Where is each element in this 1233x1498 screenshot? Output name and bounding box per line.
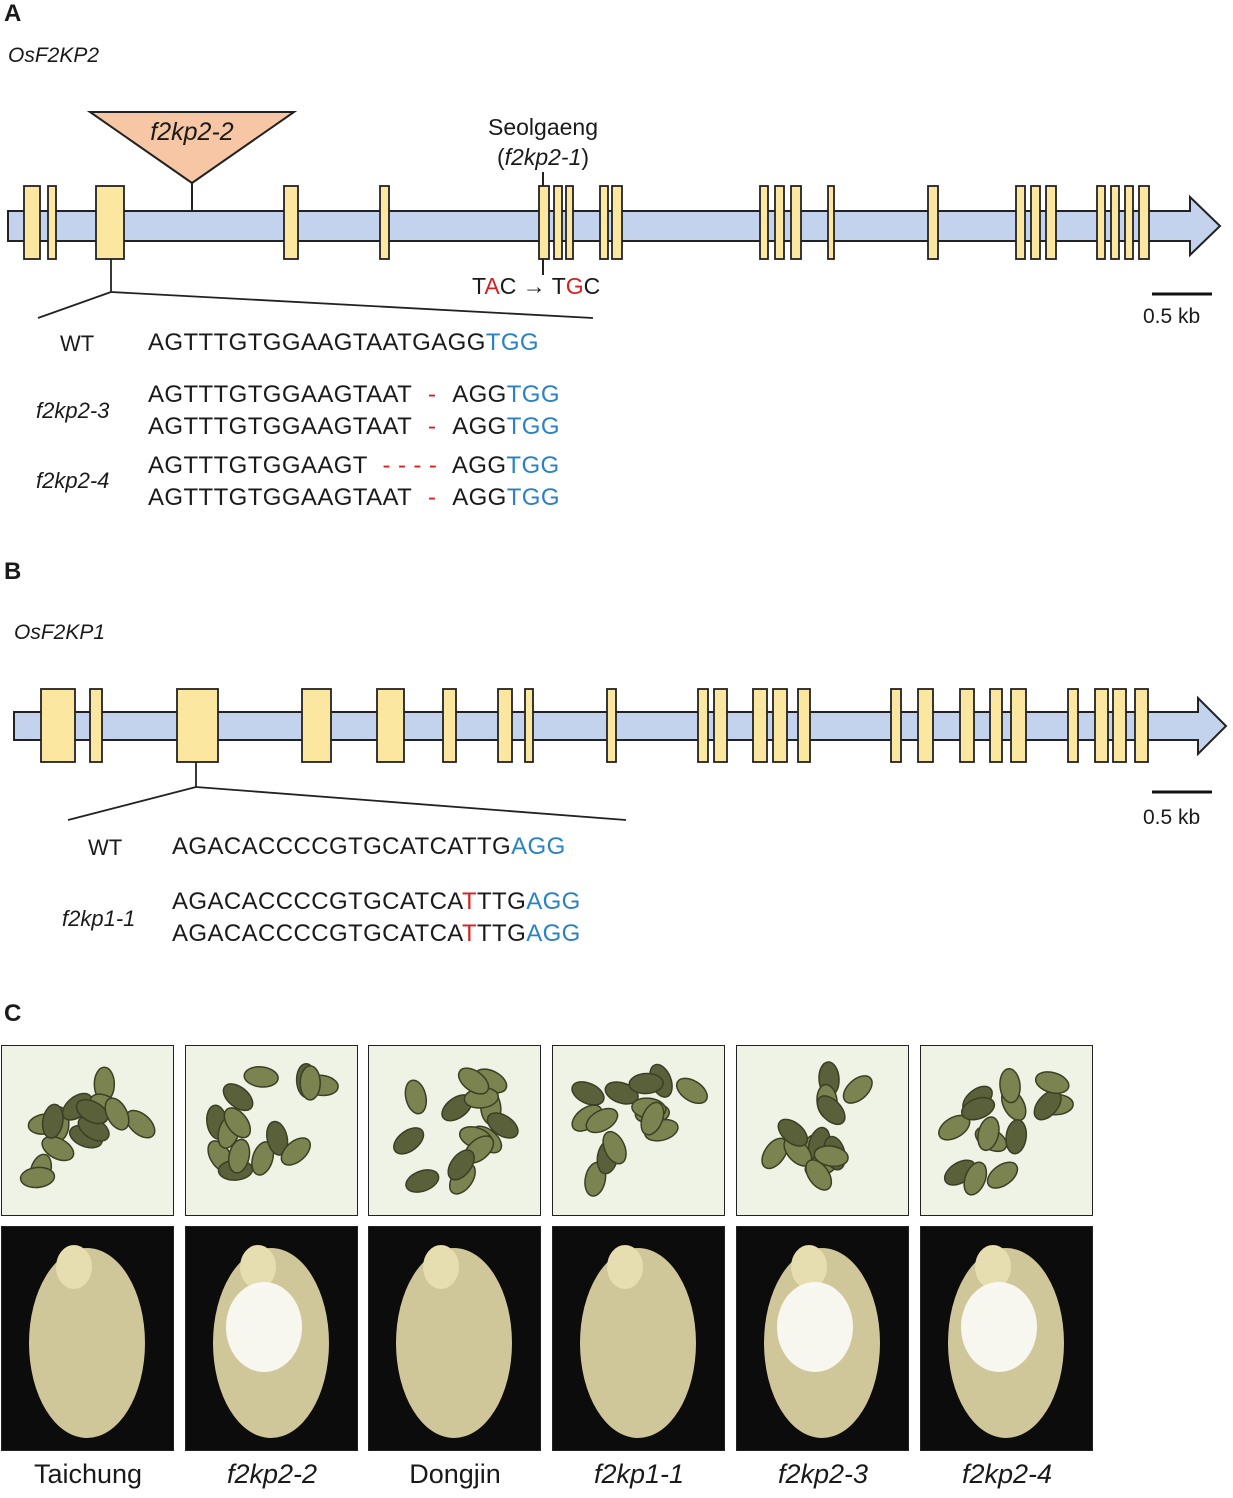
- sequence-f2kp2-4-line1: AGTTTGTGGAAGT- - - -AGGTGG: [148, 452, 560, 479]
- panel-a-gene-name: OsF2KP2: [8, 44, 100, 67]
- wt-sequence-a: AGTTTGTGGAAGTAATGAGGTGG: [148, 329, 539, 356]
- seed-cluster-photo: [1, 1045, 174, 1216]
- caption-f2kp2-3: f2kp2-3: [777, 1459, 869, 1489]
- scale-label-a: 0.5 kb: [1143, 305, 1201, 328]
- exons-b: [40, 688, 1149, 763]
- insertion-triangle: [86, 111, 298, 185]
- sequence-f2kp1-1-line1: AGACACCCCGTGCATCATTTGAGG: [172, 888, 581, 915]
- panel-a-gene-diagram: [7, 111, 1222, 319]
- single-grain-photo: [920, 1226, 1093, 1451]
- insertion-label: f2kp2-2: [150, 118, 234, 146]
- seed-cluster-photo: [736, 1045, 909, 1216]
- caption-f2kp1-1: f2kp1-1: [593, 1459, 685, 1489]
- seed-cluster-photo: [185, 1045, 358, 1216]
- single-grain-photo: [552, 1226, 725, 1451]
- single-grain-photo: [1, 1226, 174, 1451]
- allele-label-f2kp1-1: f2kp1-1: [62, 906, 136, 931]
- seed-cluster-photo: [552, 1045, 725, 1216]
- panel-a-letter: A: [4, 0, 22, 27]
- panel-b-letter: B: [4, 558, 22, 585]
- wt-label-b: WT: [88, 835, 123, 860]
- point-mutation: TAC → TGC: [472, 273, 601, 299]
- single-grain-photo: [736, 1226, 909, 1451]
- sequence-f2kp2-4-line2: AGTTTGTGGAAGTAAT-AGGTGG: [148, 484, 560, 511]
- sequence-f2kp1-1-line2: AGACACCCCGTGCATCATTTGAGG: [172, 920, 581, 947]
- seed-cluster-photo: [368, 1045, 541, 1216]
- wt-label-a: WT: [60, 331, 95, 356]
- single-grain-photo: [368, 1226, 541, 1451]
- caption-f2kp2-2: f2kp2-2: [226, 1459, 318, 1489]
- panel-b-gene-diagram: [13, 688, 1228, 821]
- seolgaeng-label: Seolgaeng: [488, 114, 598, 140]
- panel-b-gene-name: OsF2KP1: [14, 621, 106, 644]
- seed-cluster-photo: [920, 1045, 1093, 1216]
- caption-taichung: Taichung: [33, 1459, 143, 1489]
- seolgaeng-allele: (f2kp2-1): [496, 144, 590, 170]
- allele-label-f2kp2-4: f2kp2-4: [36, 468, 110, 493]
- sequence-f2kp2-3-line1: AGTTTGTGGAAGTAAT-AGGTGG: [148, 381, 560, 408]
- wt-sequence-b: AGACACCCCGTGCATCATTGAGG: [172, 833, 566, 860]
- exons-a: [23, 185, 1150, 260]
- allele-label-f2kp2-3: f2kp2-3: [36, 398, 110, 423]
- sequence-f2kp2-3-line2: AGTTTGTGGAAGTAAT-AGGTGG: [148, 413, 560, 440]
- caption-f2kp2-4: f2kp2-4: [961, 1459, 1053, 1489]
- panel-c-letter: C: [4, 1000, 22, 1027]
- scale-label-b: 0.5 kb: [1143, 806, 1201, 829]
- single-grain-photo: [185, 1226, 358, 1451]
- caption-dongjin: Dongjin: [409, 1459, 501, 1489]
